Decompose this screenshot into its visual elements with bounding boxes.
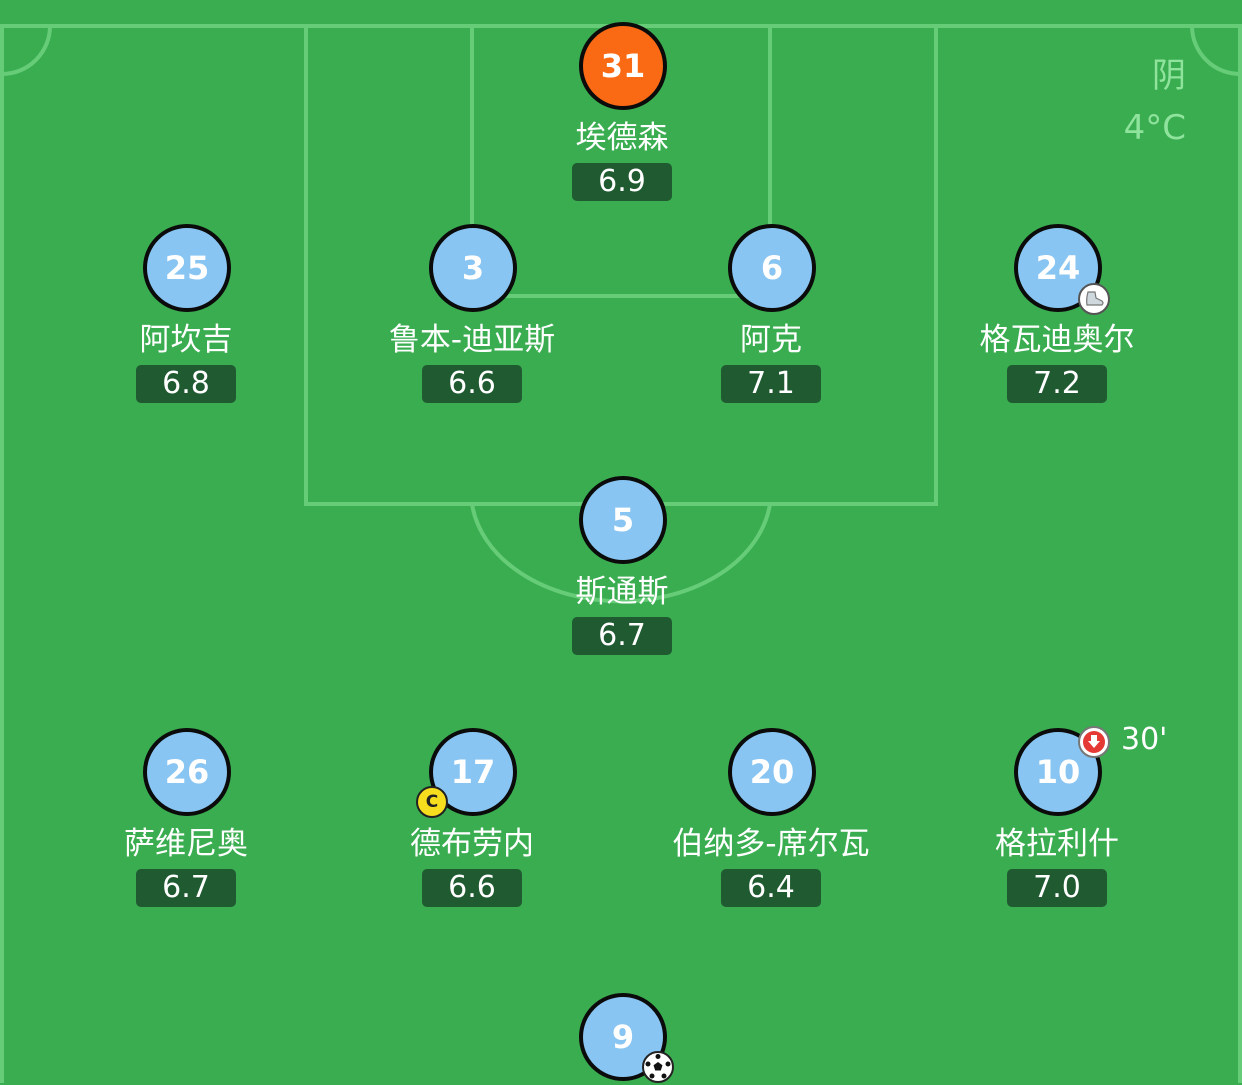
player-rating: 6.7 bbox=[136, 869, 236, 907]
player-rating: 6.8 bbox=[136, 365, 236, 403]
player-rating: 6.6 bbox=[422, 365, 522, 403]
shirt-number: 25 bbox=[143, 224, 231, 312]
substitution-out-icon bbox=[1078, 726, 1110, 758]
player-name: 格拉利什 bbox=[995, 826, 1119, 862]
shirt-number: 6 bbox=[728, 224, 816, 312]
player-rating: 6.9 bbox=[572, 163, 672, 201]
shirt-number: 26 bbox=[143, 728, 231, 816]
player-name: 鲁本-迪亚斯 bbox=[388, 322, 556, 358]
player-rating: 7.2 bbox=[1007, 365, 1107, 403]
player-rating: 7.1 bbox=[721, 365, 821, 403]
player-name: 萨维尼奥 bbox=[124, 826, 248, 862]
weather-panel: 阴 4°C bbox=[1124, 50, 1186, 154]
penalty-arc bbox=[470, 503, 772, 604]
player-rating: 6.7 bbox=[572, 617, 672, 655]
substitution-minute: 30' bbox=[1121, 722, 1168, 757]
corner-arc-left bbox=[1, 25, 52, 76]
player-name: 埃德森 bbox=[575, 120, 669, 156]
weather-temperature: 4°C bbox=[1123, 108, 1186, 148]
player-name: 伯纳多-席尔瓦 bbox=[672, 826, 870, 862]
player-name: 阿坎吉 bbox=[139, 322, 233, 358]
player-name: 德布劳内 bbox=[410, 826, 534, 862]
player-rating: 6.6 bbox=[422, 869, 522, 907]
player-rating: 7.0 bbox=[1007, 869, 1107, 907]
corner-arc-right bbox=[1190, 25, 1241, 76]
shirt-number: 3 bbox=[429, 224, 517, 312]
player-name: 斯通斯 bbox=[575, 574, 669, 610]
player-name: 格瓦迪奥尔 bbox=[979, 322, 1135, 358]
goal-ball-icon bbox=[642, 1051, 674, 1083]
captain-badge: C bbox=[416, 786, 448, 818]
shirt-number: 20 bbox=[728, 728, 816, 816]
player-name: 阿克 bbox=[740, 322, 802, 358]
shirt-number: 31 bbox=[579, 22, 667, 110]
player-rating: 6.4 bbox=[721, 869, 821, 907]
shirt-number: 5 bbox=[579, 476, 667, 564]
boot-icon bbox=[1078, 283, 1110, 315]
weather-condition: 阴 bbox=[1152, 56, 1186, 96]
